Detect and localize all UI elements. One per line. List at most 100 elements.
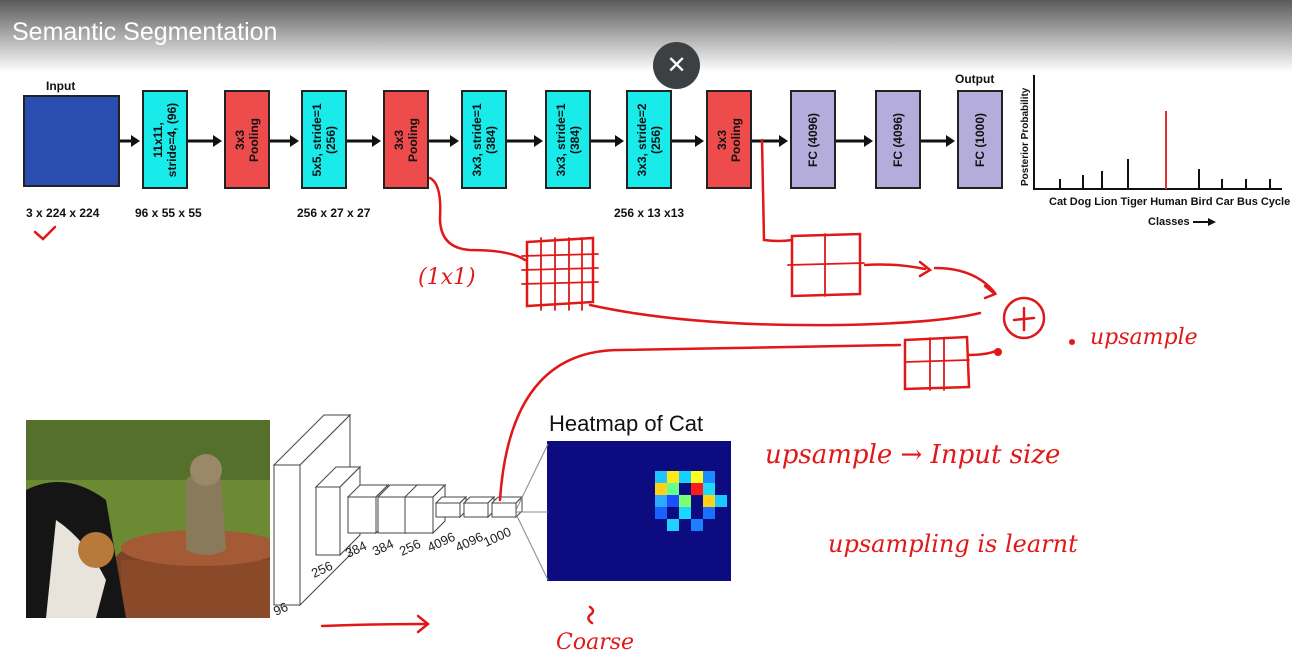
fcn-block-side bbox=[515, 495, 523, 519]
fcn-channel-label: 4096 bbox=[453, 529, 486, 555]
fcn-channel-label: 384 bbox=[370, 536, 396, 559]
fcn-block bbox=[435, 502, 461, 518]
arrow-dot bbox=[994, 348, 1002, 356]
flow-arrow-head bbox=[946, 135, 955, 147]
layer-label: 5x5, stride=1 (256) bbox=[310, 102, 338, 177]
header-bar: Semantic Segmentation bbox=[0, 0, 1292, 72]
heatmap-connector bbox=[515, 443, 549, 511]
fcn-channel-label: 1000 bbox=[481, 524, 514, 550]
sum-circle bbox=[1002, 296, 1046, 340]
layer-label: 3x3, stride=1 (384) bbox=[470, 102, 498, 177]
flow-arrow-head bbox=[131, 135, 140, 147]
fc-layer-block: FC (4096) bbox=[790, 90, 836, 189]
flow-arrow-head bbox=[695, 135, 704, 147]
bottom-arrow-head bbox=[416, 614, 431, 634]
close-icon[interactable]: ✕ bbox=[653, 42, 700, 89]
heatmap bbox=[547, 441, 731, 581]
grid-upsampled bbox=[903, 335, 971, 391]
fcn-block-side bbox=[339, 465, 361, 557]
fcn-block-top bbox=[403, 484, 447, 498]
conv-layer-block: 5x5, stride=1 (256) bbox=[301, 90, 347, 189]
check-mark bbox=[33, 225, 57, 241]
layer-label: 3x3, stride=1 (384) bbox=[554, 102, 582, 177]
classes-arrow-head bbox=[1208, 218, 1216, 226]
input-label: Input bbox=[46, 79, 76, 93]
fcn-block-top bbox=[346, 484, 390, 498]
grid-fine-line bbox=[521, 253, 599, 257]
grid-coarse-line bbox=[787, 262, 865, 266]
grid-coarse bbox=[790, 232, 862, 298]
bottom-arrow bbox=[320, 622, 429, 628]
classes-categories: Cat Dog Lion Tiger Human Bird Car Bus Cy… bbox=[1049, 196, 1291, 208]
dim-label: 256 x 13 x13 bbox=[614, 206, 685, 220]
fcn-block-top bbox=[434, 496, 468, 504]
fcn-block-top bbox=[272, 414, 352, 466]
grid-upsampled-line bbox=[904, 359, 970, 363]
grid-fine bbox=[525, 236, 595, 308]
grid-fine-line bbox=[521, 267, 599, 271]
skip-connection-line bbox=[863, 263, 927, 271]
pooling-layer-block: 3x3 Pooling bbox=[706, 90, 752, 189]
pooling-layer-block: 3x3 Pooling bbox=[383, 90, 429, 189]
fcn-block-side bbox=[299, 413, 351, 607]
annotation-1x1: (1x1) bbox=[418, 265, 476, 290]
dog-cat-photo bbox=[26, 420, 270, 618]
fcn-block bbox=[404, 496, 434, 534]
skip-connection-line bbox=[428, 176, 527, 262]
classes-label: Classes bbox=[1148, 216, 1190, 228]
fcn-block bbox=[273, 464, 301, 606]
fcn-channel-label: 4096 bbox=[425, 529, 458, 555]
fcn-block-side bbox=[405, 483, 419, 535]
layer-label: 3x3 Pooling bbox=[392, 117, 420, 162]
layer-label: 3x3, stride=2 (256) bbox=[635, 102, 663, 177]
arrow-head-red bbox=[983, 284, 998, 300]
fcn-block bbox=[315, 486, 341, 556]
bullet-dot bbox=[1069, 339, 1075, 345]
fcn-block bbox=[491, 502, 517, 518]
plus-sign bbox=[1012, 306, 1036, 332]
conv-layer-block: 3x3, stride=1 (384) bbox=[545, 90, 591, 189]
conv-layer-block: 3x3, stride=2 (256) bbox=[626, 90, 672, 189]
posterior-ylabel: Posterior Probability bbox=[1020, 87, 1031, 186]
fcn-block bbox=[347, 496, 377, 534]
layer-label: 11x11, stride=4, (96) bbox=[151, 102, 179, 177]
flow-arrow-head bbox=[213, 135, 222, 147]
fcn-block bbox=[377, 496, 407, 534]
page-title: Semantic Segmentation bbox=[12, 18, 278, 46]
annotation-learnt: upsampling is learnt bbox=[828, 530, 1078, 558]
flow-arrow-head bbox=[779, 135, 788, 147]
fcn-block-side bbox=[375, 483, 389, 535]
heatmap-connector bbox=[515, 513, 549, 581]
layer-label: FC (4096) bbox=[891, 112, 905, 167]
annotation-upsample: upsample bbox=[1090, 325, 1198, 350]
layer-label: FC (4096) bbox=[806, 112, 820, 167]
flow-arrow-head bbox=[290, 135, 299, 147]
dim-label: 96 x 55 x 55 bbox=[135, 206, 202, 220]
layer-label: FC (1000) bbox=[973, 112, 987, 167]
dim-label: 3 x 224 x 224 bbox=[26, 206, 100, 220]
fcn-block-top bbox=[462, 496, 496, 504]
annotation-coarse: Coarse bbox=[556, 630, 635, 655]
flow-arrow-head bbox=[615, 135, 624, 147]
fcn-block-side bbox=[459, 495, 467, 519]
fcn-channel-label: 256 bbox=[309, 558, 335, 581]
fcn-block bbox=[463, 502, 489, 518]
skip-connection-line bbox=[588, 303, 982, 327]
fcn-block-top bbox=[376, 484, 420, 498]
flow-arrow-head bbox=[534, 135, 543, 147]
skip-connection-line bbox=[933, 266, 997, 295]
fcn-block-top bbox=[490, 496, 524, 504]
skip-connection-line bbox=[760, 138, 794, 243]
flow-arrow-head bbox=[372, 135, 381, 147]
skip-connection-line bbox=[966, 348, 1000, 357]
fcn-channel-label: 384 bbox=[343, 538, 369, 561]
conv-layer-block: 3x3, stride=1 (384) bbox=[461, 90, 507, 189]
fcn-block-side bbox=[432, 483, 446, 535]
flow-arrow-head bbox=[864, 135, 873, 147]
conv-layer-block: 11x11, stride=4, (96) bbox=[142, 90, 188, 189]
output-label: Output bbox=[955, 72, 995, 86]
annotation-upsample-input: upsample → Input size bbox=[765, 440, 1061, 470]
fc-layer-block: FC (4096) bbox=[875, 90, 921, 189]
fcn-block-top bbox=[314, 466, 362, 488]
